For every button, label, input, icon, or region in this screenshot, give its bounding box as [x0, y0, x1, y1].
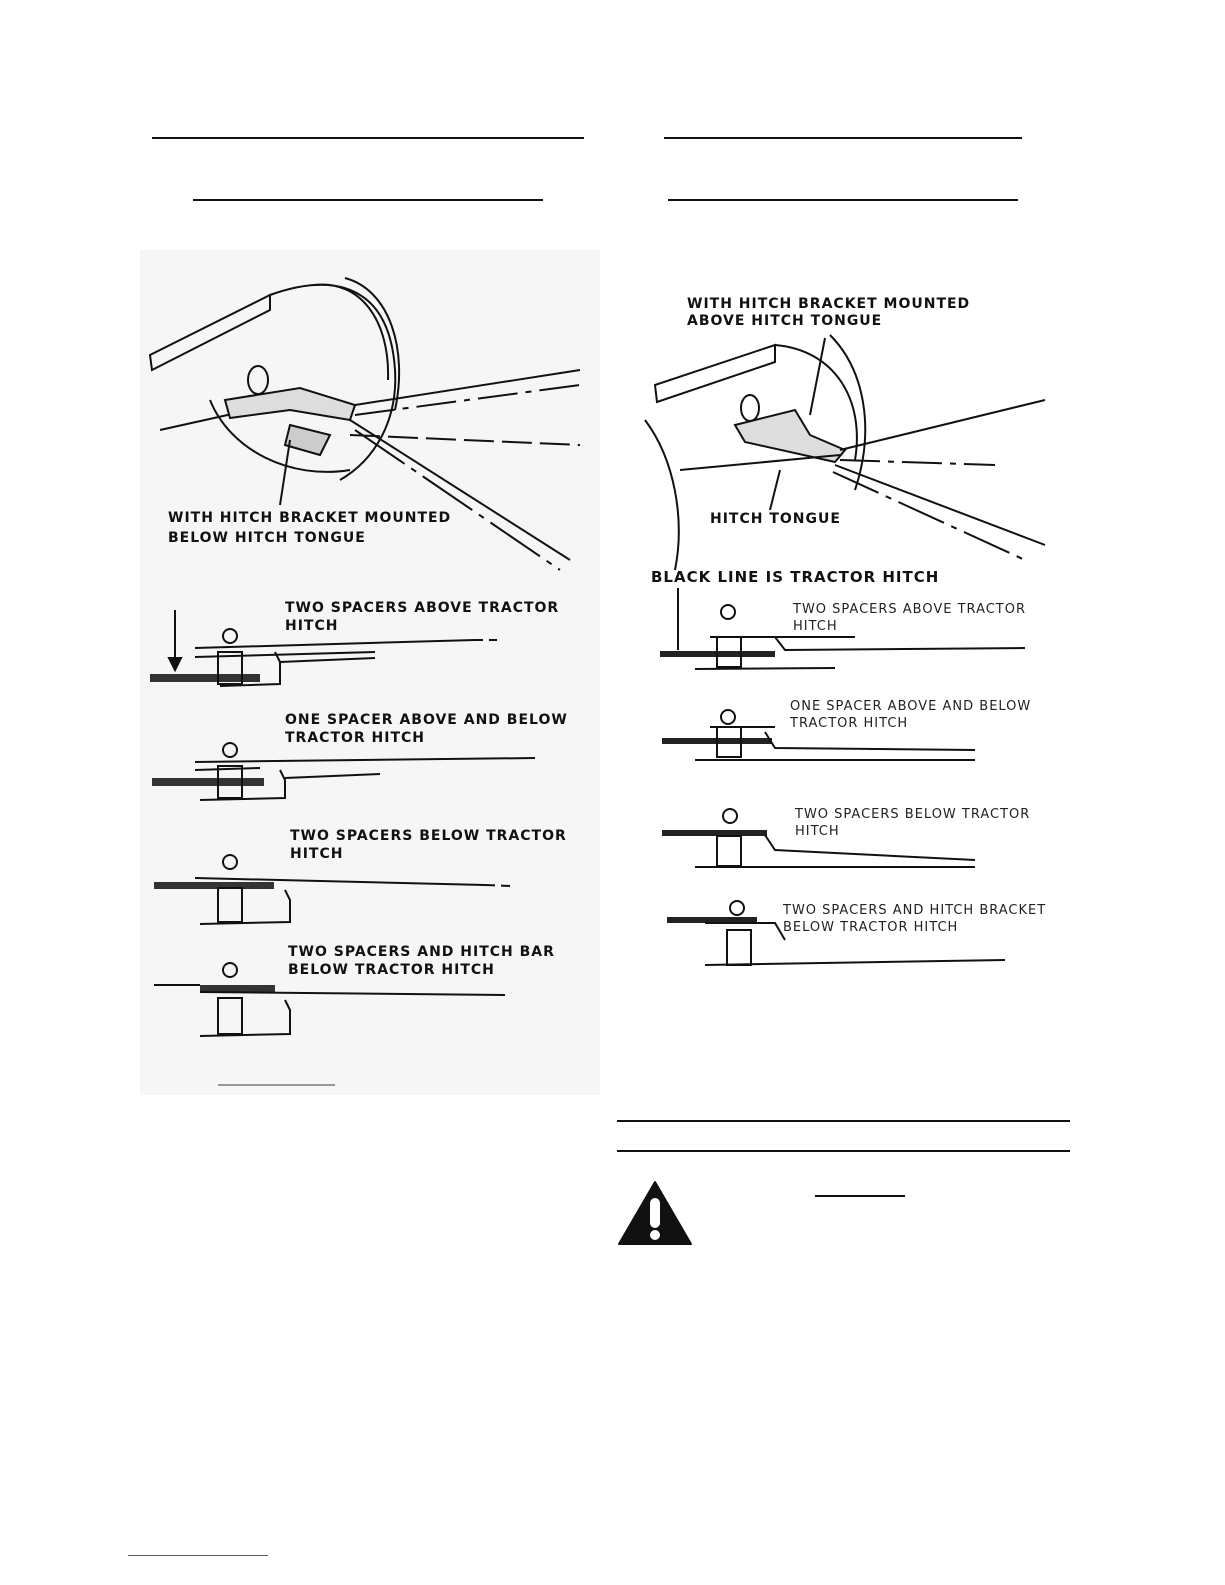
- left-callout-line-2: BELOW HITCH TONGUE: [168, 530, 366, 546]
- section-rule-1: [617, 1120, 1070, 1122]
- right-config-2-line-1: ONE SPACER ABOVE AND BELOW: [790, 699, 1031, 714]
- section-rule-2: [617, 1150, 1070, 1152]
- left-callout-line-1: WITH HITCH BRACKET MOUNTED: [168, 510, 451, 526]
- footer-underline: [128, 1555, 268, 1556]
- warning-triangle-icon: [618, 1181, 692, 1245]
- left-config-rows: TWO SPACERS ABOVE TRACTOR HITCH ONE SPAC…: [150, 600, 568, 1037]
- right-config-1-line-2: HITCH: [793, 619, 838, 634]
- left-config-4-line-1: TWO SPACERS AND HITCH BAR: [288, 944, 555, 960]
- right-callout-line-1: WITH HITCH BRACKET MOUNTED: [687, 296, 970, 312]
- left-title-rule-2: [193, 199, 543, 201]
- left-title-rule-1: [152, 137, 584, 139]
- left-config-2-line-1: ONE SPACER ABOVE AND BELOW: [285, 712, 568, 728]
- right-config-rows: TWO SPACERS ABOVE TRACTOR HITCH ONE SPAC…: [660, 602, 1046, 966]
- left-config-3-line-1: TWO SPACERS BELOW TRACTOR: [290, 828, 567, 844]
- right-config-1-line-1: TWO SPACERS ABOVE TRACTOR: [792, 602, 1026, 617]
- right-config-3-line-1: TWO SPACERS BELOW TRACTOR: [794, 807, 1030, 822]
- right-config-4-line-1: TWO SPACERS AND HITCH BRACKET: [782, 903, 1046, 918]
- right-config-4-line-2: BELOW TRACTOR HITCH: [783, 920, 958, 935]
- right-title-rule-1: [664, 137, 1022, 139]
- left-config-2-line-2: TRACTOR HITCH: [285, 730, 425, 746]
- right-callout-line-2: ABOVE HITCH TONGUE: [687, 313, 882, 329]
- right-tongue-label: HITCH TONGUE: [710, 511, 841, 527]
- right-title-rule-2: [668, 199, 1018, 201]
- right-black-line-note: BLACK LINE IS TRACTOR HITCH: [651, 568, 939, 586]
- caution-underline: [815, 1195, 905, 1197]
- left-config-1-line-1: TWO SPACERS ABOVE TRACTOR: [285, 600, 559, 616]
- left-hitch-diagram: WITH HITCH BRACKET MOUNTED BELOW HITCH T…: [140, 250, 600, 1095]
- left-config-1-line-2: HITCH: [285, 618, 338, 634]
- left-config-3-line-2: HITCH: [290, 846, 343, 862]
- right-hitch-diagram: WITH HITCH BRACKET MOUNTED ABOVE HITCH T…: [644, 296, 1046, 966]
- right-config-2-line-2: TRACTOR HITCH: [789, 716, 908, 731]
- left-config-4-line-2: BELOW TRACTOR HITCH: [288, 962, 495, 978]
- right-config-3-line-2: HITCH: [795, 824, 840, 839]
